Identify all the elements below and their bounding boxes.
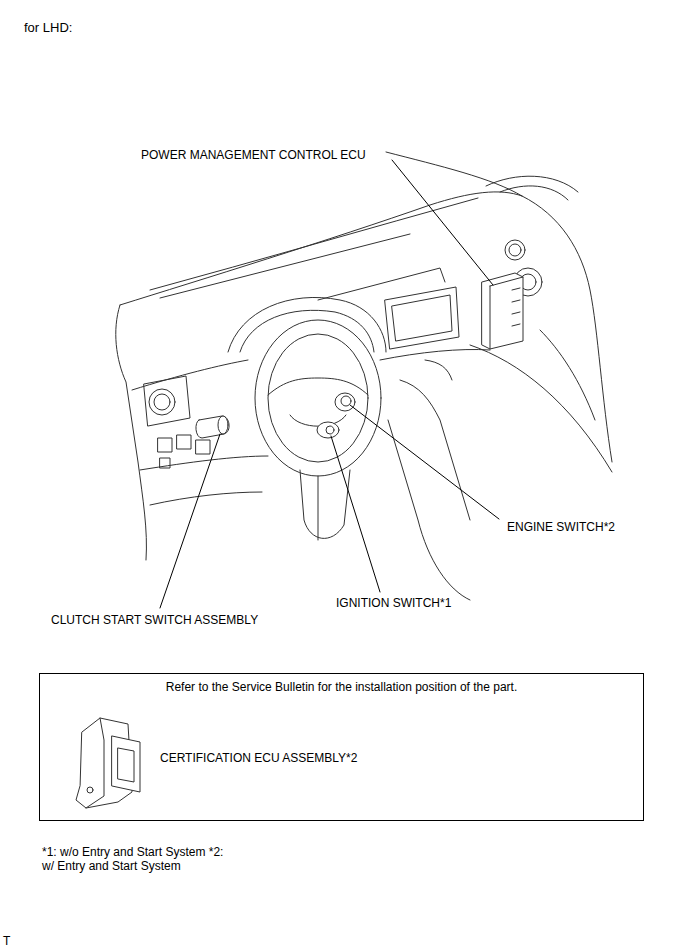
switch-buttons (160, 458, 170, 468)
certification-ecu-icon (112, 736, 140, 792)
dash-outline (140, 456, 268, 470)
vents (149, 389, 175, 415)
steering-wheel (290, 415, 346, 426)
center-console (388, 360, 470, 600)
power-management-ecu (482, 273, 523, 349)
leader-lines (160, 160, 499, 608)
vents (505, 240, 525, 260)
vents (509, 244, 521, 256)
leader-lines (160, 434, 220, 608)
dash-outline (540, 330, 595, 420)
dash-outline (380, 349, 490, 360)
dash-outline (116, 305, 147, 560)
dash-outline (150, 492, 262, 505)
switch-buttons (196, 440, 210, 454)
leader-lines (392, 160, 493, 285)
certification-ecu-icon (118, 748, 134, 782)
center-display (392, 295, 452, 341)
steering-wheel (318, 476, 319, 540)
leader-lines (331, 436, 380, 592)
part-label: CLUTCH START SWITCH ASSEMBLY (51, 613, 258, 627)
meter-hood (240, 310, 374, 352)
engine-switch (335, 393, 355, 411)
certification-ecu-icon (86, 718, 104, 808)
view-note: for LHD: (24, 21, 72, 35)
vents (154, 394, 170, 410)
certification-ecu-icon (76, 718, 140, 808)
part-label: CERTIFICATION ECU ASSEMBLY*2 (160, 751, 357, 765)
part-label: ENGINE SWITCH*2 (507, 520, 615, 534)
switch-buttons (158, 435, 210, 468)
part-label: IGNITION SWITCH*1 (336, 596, 451, 610)
pillar-lines (386, 152, 522, 196)
part-label: POWER MANAGEMENT CONTROL ECU (141, 148, 366, 162)
pillar-lines (486, 176, 578, 192)
ignition-switch (317, 422, 339, 438)
dash-outline (150, 198, 478, 290)
meter-hood (228, 297, 386, 352)
power-management-ecu (490, 277, 523, 349)
clutch-start-switch (196, 416, 229, 438)
center-console (425, 360, 452, 380)
ignition-switch (326, 426, 334, 434)
dash-outline (318, 268, 445, 300)
center-console (400, 380, 470, 520)
engine-switch (335, 393, 355, 411)
power-management-ecu (512, 288, 520, 326)
steering-wheel (255, 320, 381, 540)
leader-lines (350, 405, 499, 519)
steering-wheel (255, 320, 381, 476)
dash-outline (116, 192, 612, 560)
dash-outline (120, 192, 522, 305)
certification-ecu-icon (87, 787, 93, 793)
steering-wheel (268, 334, 368, 462)
center-display (385, 287, 459, 349)
switch-buttons (177, 435, 191, 449)
clutch-start-switch (218, 416, 228, 434)
note-text: Refer to the Service Bulletin for the in… (40, 680, 643, 694)
note-box: Refer to the Service Bulletin for the in… (39, 673, 644, 821)
steering-wheel (300, 470, 350, 538)
switch-buttons (158, 438, 172, 452)
page-mark: T (3, 934, 10, 948)
dash-outline (132, 360, 248, 390)
dash-outline (160, 234, 410, 298)
vents (144, 376, 190, 426)
clutch-start-switch (196, 416, 229, 438)
footnote: *1: w/o Entry and Start System *2: w/ En… (42, 845, 237, 873)
power-management-ecu (482, 273, 523, 349)
vents (144, 240, 542, 426)
steering-wheel (268, 378, 368, 395)
center-display (385, 287, 459, 349)
ignition-switch (317, 422, 339, 438)
engine-switch (341, 396, 351, 406)
meter-hood (228, 297, 386, 352)
dash-outline (522, 196, 612, 462)
center-console (388, 420, 470, 600)
